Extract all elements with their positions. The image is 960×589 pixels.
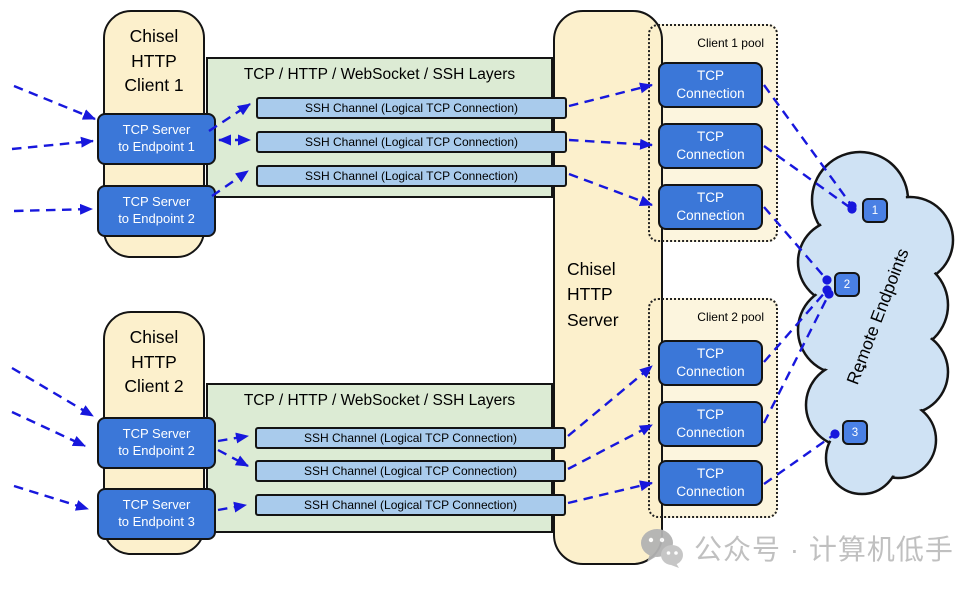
tcp-server-endpoint-2: TCP Server to Endpoint 2	[97, 185, 216, 237]
client2-pool-label: Client 2 pool	[697, 310, 764, 324]
tcp-connection-p1-3: TCP Connection	[658, 184, 763, 230]
remote-endpoint-3: 3	[842, 420, 868, 445]
tcp-connection-p1-2: TCP Connection	[658, 123, 763, 169]
tcp-server-endpoint-3: TCP Server to Endpoint 3	[97, 488, 216, 540]
wechat-icon	[641, 529, 683, 568]
ssh-channel-1: SSH Channel (Logical TCP Connection)	[256, 97, 567, 119]
tcp-connection-p2-3: TCP Connection	[658, 460, 763, 506]
client1-pool-label: Client 1 pool	[697, 36, 764, 50]
tcp-server-endpoint-2b: TCP Server to Endpoint 2	[97, 417, 216, 469]
tcp-server-endpoint-1: TCP Server to Endpoint 1	[97, 113, 216, 165]
ssh-channel-5: SSH Channel (Logical TCP Connection)	[255, 460, 566, 482]
ssh-channel-6: SSH Channel (Logical TCP Connection)	[255, 494, 566, 516]
tcp-connection-p2-1: TCP Connection	[658, 340, 763, 386]
server-title: Chisel HTTP Server	[567, 259, 619, 330]
client-2-title: Chisel HTTP Client 2	[124, 327, 184, 396]
layers-band-2-title: TCP / HTTP / WebSocket / SSH Layers	[243, 392, 516, 409]
chisel-http-server: Chisel HTTP Server	[553, 10, 663, 565]
layers-band-1-title: TCP / HTTP / WebSocket / SSH Layers	[243, 66, 516, 83]
ssh-channel-3: SSH Channel (Logical TCP Connection)	[256, 165, 567, 187]
client-1-title: Chisel HTTP Client 1	[124, 26, 184, 95]
watermark: 公众号 · 计算机低手	[640, 528, 954, 568]
remote-endpoint-2: 2	[834, 272, 860, 297]
ssh-channel-2: SSH Channel (Logical TCP Connection)	[256, 131, 567, 153]
tcp-connection-p2-2: TCP Connection	[658, 401, 763, 447]
remote-endpoint-1: 1	[862, 198, 888, 223]
watermark-text: 公众号 · 计算机低手	[694, 534, 954, 565]
tcp-connection-p1-1: TCP Connection	[658, 62, 763, 108]
ssh-channel-4: SSH Channel (Logical TCP Connection)	[255, 427, 566, 449]
